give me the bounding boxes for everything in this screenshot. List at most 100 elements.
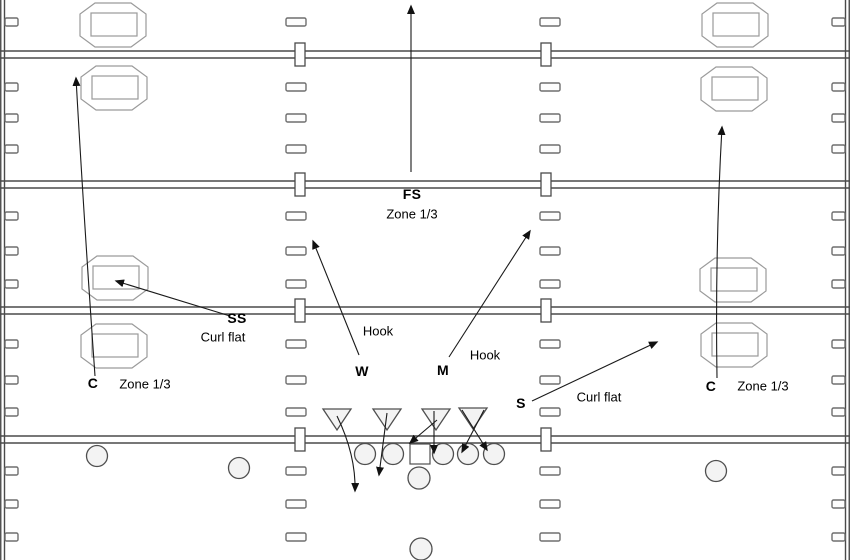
yard-line-tick xyxy=(294,427,306,452)
yard-line-ticks xyxy=(294,42,552,452)
tight-end xyxy=(482,442,506,466)
field-number-inner-box xyxy=(710,267,758,292)
dl-triangle-3 xyxy=(420,408,452,432)
left-guard xyxy=(381,442,405,466)
hash-mark xyxy=(831,211,846,221)
rush-arrow-3-slant xyxy=(408,419,438,444)
hash-mark xyxy=(4,113,19,123)
hash-mark xyxy=(4,144,19,154)
hash-mark xyxy=(539,113,561,123)
hash-mark xyxy=(539,407,561,417)
label-free-safety: FS xyxy=(402,186,422,202)
label-sam-zone-assignment: Curl flat xyxy=(576,389,622,405)
m-hook-drop-arrow xyxy=(448,229,531,358)
hash-mark xyxy=(285,339,307,349)
field-number-octagon xyxy=(81,255,149,301)
hash-mark xyxy=(4,17,19,27)
field-number-octagon xyxy=(699,257,767,303)
hash-mark xyxy=(285,246,307,256)
field-number-octagon xyxy=(700,66,768,112)
hash-mark xyxy=(4,246,19,256)
yard-line-tick xyxy=(540,172,552,197)
receiver-right-wide xyxy=(704,459,728,483)
right-guard xyxy=(431,442,455,466)
label-corner-right: C xyxy=(705,378,717,394)
hash-mark xyxy=(539,211,561,221)
dl-triangle-2 xyxy=(371,408,403,432)
yard-line-tick xyxy=(294,172,306,197)
c-right-deep-drop-arrow xyxy=(716,125,726,379)
yard-line-tick xyxy=(540,42,552,67)
hash-mark xyxy=(539,17,561,27)
field-number-octagon xyxy=(80,323,148,369)
hash-mark xyxy=(831,466,846,476)
hash-mark xyxy=(539,466,561,476)
field-number-octagon xyxy=(701,2,769,48)
center-square xyxy=(409,443,431,465)
hash-mark xyxy=(4,407,19,417)
label-mike-linebacker: M xyxy=(437,362,449,378)
hash-mark xyxy=(4,466,19,476)
field-number-inner-box xyxy=(711,76,759,101)
hash-mark xyxy=(539,279,561,289)
hash-mark xyxy=(539,532,561,542)
hash-mark xyxy=(539,375,561,385)
label-will-linebacker: W xyxy=(355,363,369,379)
label-sam-linebacker: S xyxy=(516,395,526,411)
hash-mark xyxy=(4,499,19,509)
hash-mark xyxy=(831,339,846,349)
label-corner-left-zone: Zone 1/3 xyxy=(119,376,171,392)
right-tackle xyxy=(456,442,480,466)
field-number-inner-box xyxy=(711,332,759,357)
field-number-inner-box xyxy=(91,333,139,358)
w-hook-drop-arrow xyxy=(312,239,360,356)
c-left-deep-drop-arrow xyxy=(72,76,96,377)
hash-mark xyxy=(285,17,307,27)
yard-line-tick xyxy=(294,42,306,67)
hash-mark xyxy=(285,466,307,476)
hash-mark xyxy=(285,82,307,92)
quarterback xyxy=(407,466,431,490)
hash-mark xyxy=(285,113,307,123)
hash-mark xyxy=(831,82,846,92)
label-strong-safety: SS xyxy=(227,310,247,326)
hash-mark xyxy=(831,532,846,542)
hash-mark xyxy=(4,532,19,542)
hash-mark xyxy=(539,246,561,256)
hash-mark xyxy=(285,499,307,509)
hash-mark xyxy=(831,375,846,385)
offense xyxy=(85,442,728,560)
label-corner-right-zone: Zone 1/3 xyxy=(737,378,789,394)
field-number-boxes xyxy=(79,2,769,369)
rush-arrow-4-cross-right xyxy=(461,409,488,452)
hash-mark xyxy=(831,113,846,123)
hash-mark xyxy=(831,144,846,154)
receiver-left-wide xyxy=(85,444,109,468)
field-number-octagon xyxy=(700,322,768,368)
hash-mark xyxy=(285,532,307,542)
yard-line-tick xyxy=(294,298,306,323)
label-mike-hook-zone: Hook xyxy=(469,347,501,363)
hash-mark xyxy=(285,211,307,221)
field-number-inner-box xyxy=(90,12,138,37)
rush-arrow-4-cross-left xyxy=(461,409,485,454)
hash-mark xyxy=(285,144,307,154)
label-will-hook-zone: Hook xyxy=(362,323,394,339)
yard-line-tick xyxy=(540,427,552,452)
hash-mark xyxy=(285,375,307,385)
hash-mark xyxy=(831,279,846,289)
yard-lines xyxy=(0,50,850,444)
dl-triangle-1 xyxy=(321,408,353,432)
label-corner-left: C xyxy=(87,375,99,391)
hash-mark xyxy=(831,407,846,417)
hash-mark xyxy=(4,339,19,349)
hash-marks xyxy=(4,17,846,542)
yard-line-tick xyxy=(540,298,552,323)
field-number-octagon xyxy=(79,2,147,48)
ss-curl-flat-arrow xyxy=(114,279,231,317)
field-number-inner-box xyxy=(92,265,140,290)
field-number-inner-box xyxy=(712,12,760,37)
